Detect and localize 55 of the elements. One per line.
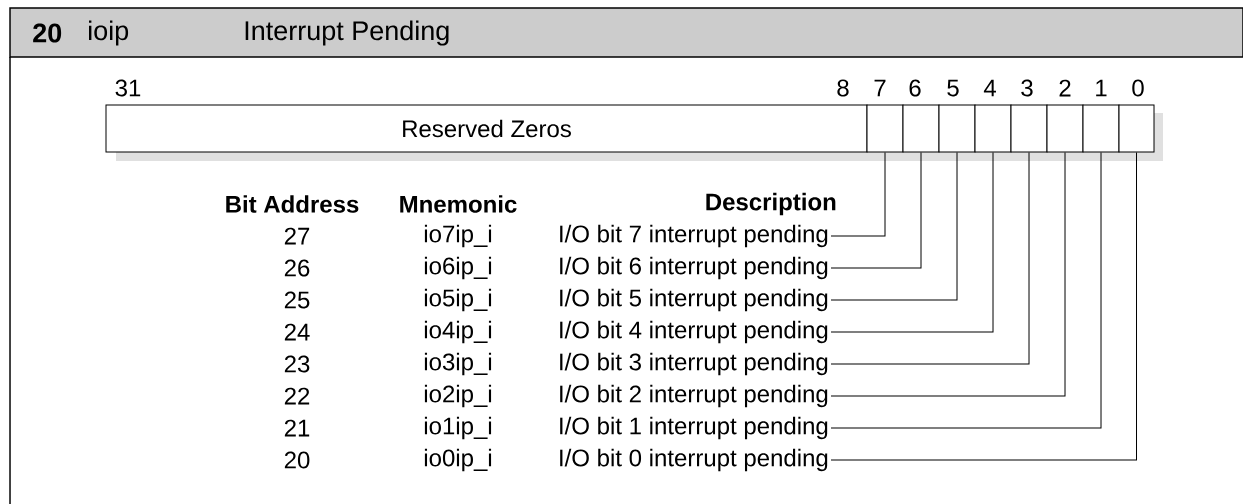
bit-cell	[938, 104, 976, 153]
bit-cell	[1010, 104, 1048, 153]
mnemonic: io2ip_i	[424, 384, 492, 408]
description-text: I/O bit 0 interrupt pending	[560, 448, 828, 472]
mnemonic: io3ip_i	[424, 352, 492, 376]
leader-line	[830, 152, 1102, 429]
leader-line	[830, 152, 958, 301]
bit-cell	[1046, 104, 1084, 153]
mnemonic: io1ip_i	[424, 416, 492, 440]
section-number: 20	[33, 23, 62, 43]
bit-number: 6	[909, 79, 921, 97]
column-header: Mnemonic	[400, 195, 517, 213]
bit-number: 5	[947, 79, 959, 97]
bit-number: 2	[1059, 79, 1071, 97]
bit-number: 8	[837, 79, 849, 97]
bit-number: 1	[1096, 79, 1107, 97]
mnemonic: io0ip_i	[424, 448, 492, 472]
bit-number: 3	[1021, 79, 1033, 97]
bit-number: 7	[874, 79, 886, 97]
register-name: ioip	[89, 20, 129, 46]
leader-line	[830, 152, 1030, 365]
leader-line	[830, 152, 922, 269]
bit-address: 21	[284, 419, 310, 437]
bit-address: 23	[284, 355, 310, 373]
description-text: I/O bit 2 interrupt pending	[560, 384, 828, 408]
bit-cell	[902, 104, 940, 153]
bit-address: 27	[284, 227, 310, 245]
bit-cell	[866, 104, 904, 153]
leader-line	[830, 152, 1066, 397]
bit-address: 24	[284, 323, 310, 341]
leader-line	[830, 152, 1137, 461]
description-text: I/O bit 1 interrupt pending	[560, 416, 828, 440]
title: Interrupt Pending	[245, 20, 449, 46]
column-header: Bit Address	[226, 195, 359, 213]
bit-cell	[1082, 104, 1120, 153]
mnemonic: io6ip_i	[424, 256, 492, 280]
description-text: I/O bit 4 interrupt pending	[560, 320, 828, 344]
mnemonic: io7ip_i	[424, 224, 492, 248]
mnemonic: io4ip_i	[424, 320, 492, 344]
bit-number: 4	[983, 79, 996, 97]
description-text: I/O bit 3 interrupt pending	[560, 352, 828, 376]
description-text: I/O bit 6 interrupt pending	[560, 256, 828, 280]
leader-line	[830, 152, 994, 333]
bit-number: 0	[1132, 79, 1144, 97]
leader-line	[830, 152, 886, 237]
description-text: I/O bit 7 interrupt pending	[560, 224, 828, 248]
bit-address: 20	[284, 451, 310, 469]
column-header: Description	[706, 192, 836, 216]
bit-cell	[974, 104, 1012, 153]
description-text: I/O bit 5 interrupt pending	[560, 288, 828, 312]
mnemonic: io5ip_i	[424, 288, 492, 312]
bit-address: 25	[284, 291, 310, 309]
bit-address: 22	[284, 387, 310, 405]
bit-address: 26	[284, 259, 310, 277]
bit-cell	[1118, 104, 1155, 153]
